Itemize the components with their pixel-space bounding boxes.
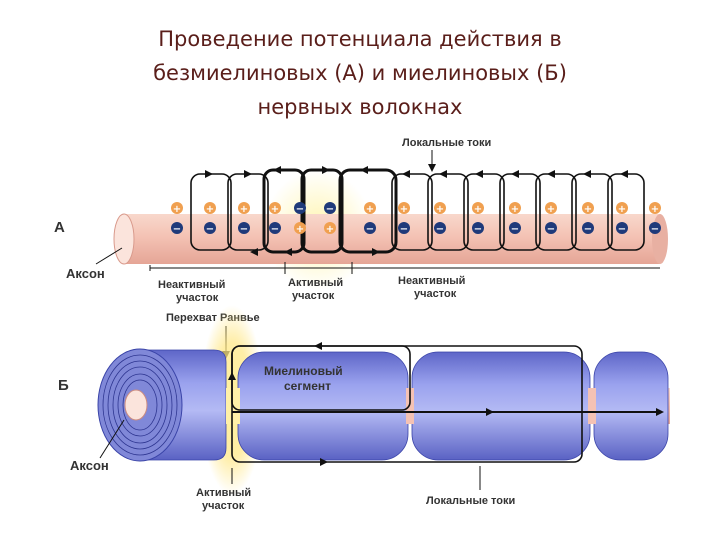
- plus-sign: +: [511, 204, 519, 215]
- loop-arrows: [205, 166, 628, 256]
- active-line-1-a: Активный: [288, 277, 343, 289]
- axon-pointer-b: [99, 419, 125, 459]
- section-b: Б Перехват Ранвье: [58, 305, 670, 512]
- minus-sign: −: [173, 224, 181, 235]
- local-currents-label-a: Локальные токи: [402, 137, 491, 149]
- plus-sign: +: [547, 204, 555, 215]
- node-of-ranvier: [406, 388, 414, 424]
- axon-cut-face: [113, 213, 135, 265]
- axon-label-a: Аксон: [66, 266, 105, 281]
- minus-sign: −: [584, 224, 592, 235]
- minus-sign: −: [474, 224, 482, 235]
- minus-sign: −: [436, 224, 444, 235]
- section-a: А: [54, 137, 668, 304]
- axon-pointer-a: [95, 247, 123, 265]
- plus-sign: +: [326, 224, 334, 235]
- plus-sign: +: [173, 204, 181, 215]
- plus-sign: +: [366, 204, 374, 215]
- plus-sign: +: [296, 224, 304, 235]
- minus-sign: −: [271, 224, 279, 235]
- minus-sign: −: [296, 204, 304, 215]
- local-currents-label-b: Локальные токи: [426, 495, 515, 507]
- minus-sign: −: [511, 224, 519, 235]
- title-line-1: Проведение потенциала действия в: [158, 27, 562, 51]
- inactive-right-line-2: участок: [414, 288, 457, 300]
- plus-sign: +: [474, 204, 482, 215]
- page-title: Проведение потенциала действия в безмиел…: [60, 22, 660, 124]
- myelin-spiral: [102, 354, 178, 456]
- myelin-segment-line-1: Миелиновый: [264, 364, 343, 378]
- myelin-segment-last: [593, 351, 669, 461]
- plus-sign: +: [651, 204, 659, 215]
- minus-sign: −: [366, 224, 374, 235]
- section-b-letter: Б: [58, 377, 69, 394]
- section-a-letter: А: [54, 219, 65, 236]
- plus-sign: +: [584, 204, 592, 215]
- plus-sign: +: [206, 204, 214, 215]
- plus-sign: +: [271, 204, 279, 215]
- plus-sign: +: [400, 204, 408, 215]
- minus-sign: −: [240, 224, 248, 235]
- minus-sign: −: [651, 224, 659, 235]
- myelin-segment-line-2: сегмент: [284, 379, 331, 393]
- charges: + + + + + + + + + + + + + + + − − − − −: [171, 202, 661, 235]
- minus-sign: −: [618, 224, 626, 235]
- inactive-right-line-1: Неактивный: [398, 275, 465, 287]
- inactive-left-line-1: Неактивный: [158, 279, 225, 291]
- active-line-2-b: участок: [202, 500, 245, 512]
- inactive-left-line-2: участок: [176, 292, 219, 304]
- axon-label-b: Аксон: [70, 458, 109, 473]
- plus-sign: +: [436, 204, 444, 215]
- minus-sign: −: [326, 204, 334, 215]
- bracket-ticks: [149, 262, 353, 274]
- minus-sign: −: [400, 224, 408, 235]
- plus-sign: +: [618, 204, 626, 215]
- myelin-segment: [411, 351, 591, 461]
- plus-sign: +: [240, 204, 248, 215]
- active-line-1-b: Активный: [196, 487, 251, 499]
- active-line-2-a: участок: [292, 290, 335, 302]
- title-line-3: нервных волокнах: [257, 95, 463, 119]
- axon-cross-section: [124, 389, 148, 421]
- saltatory-arrows: [228, 342, 664, 466]
- node-of-ranvier: [588, 388, 596, 424]
- title-line-2: безмиелиновых (А) и миелиновых (Б): [153, 61, 567, 85]
- minus-sign: −: [547, 224, 555, 235]
- minus-sign: −: [206, 224, 214, 235]
- axon-end: [652, 214, 668, 264]
